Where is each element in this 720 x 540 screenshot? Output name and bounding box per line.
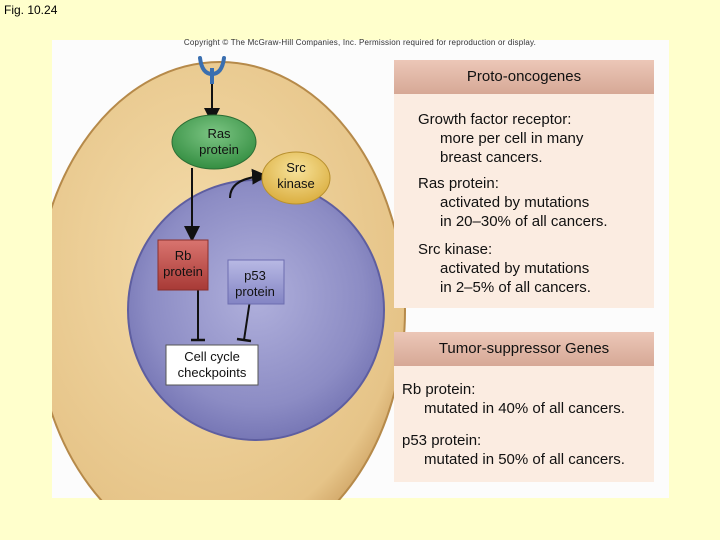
entry-p53-protein: p53 protein: mutated in 50% of all cance… — [402, 432, 625, 468]
tumor-suppressor-box — [394, 366, 654, 482]
cell-diagram — [52, 56, 406, 500]
proto-oncogenes-box — [394, 94, 654, 308]
entry-rb-protein: Rb protein: mutated in 40% of all cancer… — [402, 381, 625, 417]
ras-protein-shape — [171, 114, 257, 170]
nucleus — [127, 179, 385, 441]
arrow-ras-to-src — [229, 168, 268, 199]
tumor-suppressor-header: Tumor-suppressor Genes — [394, 332, 654, 366]
copyright-notice: Copyright © The McGraw-Hill Companies, I… — [183, 38, 537, 47]
figure-label: Fig. 10.24 — [4, 3, 58, 17]
inhibit-rb-to-checkpoints — [191, 290, 205, 342]
checkpoints-box — [165, 344, 259, 386]
p53-protein-shape — [227, 259, 285, 305]
entry-growth-factor-receptor: Growth factor receptor: more per cell in… — [418, 111, 584, 166]
proto-oncogenes-header: Proto-oncogenes — [394, 60, 654, 94]
growth-factor-receptor-icon — [198, 56, 226, 84]
entry-ras-protein: Ras protein: activated by mutations in 2… — [418, 175, 608, 230]
entry-src-kinase: Src kinase: activated by mutations in 2–… — [418, 241, 591, 296]
src-kinase-shape — [261, 151, 331, 205]
inhibit-p53-to-checkpoints — [236, 299, 252, 343]
rb-protein-shape — [157, 239, 209, 291]
